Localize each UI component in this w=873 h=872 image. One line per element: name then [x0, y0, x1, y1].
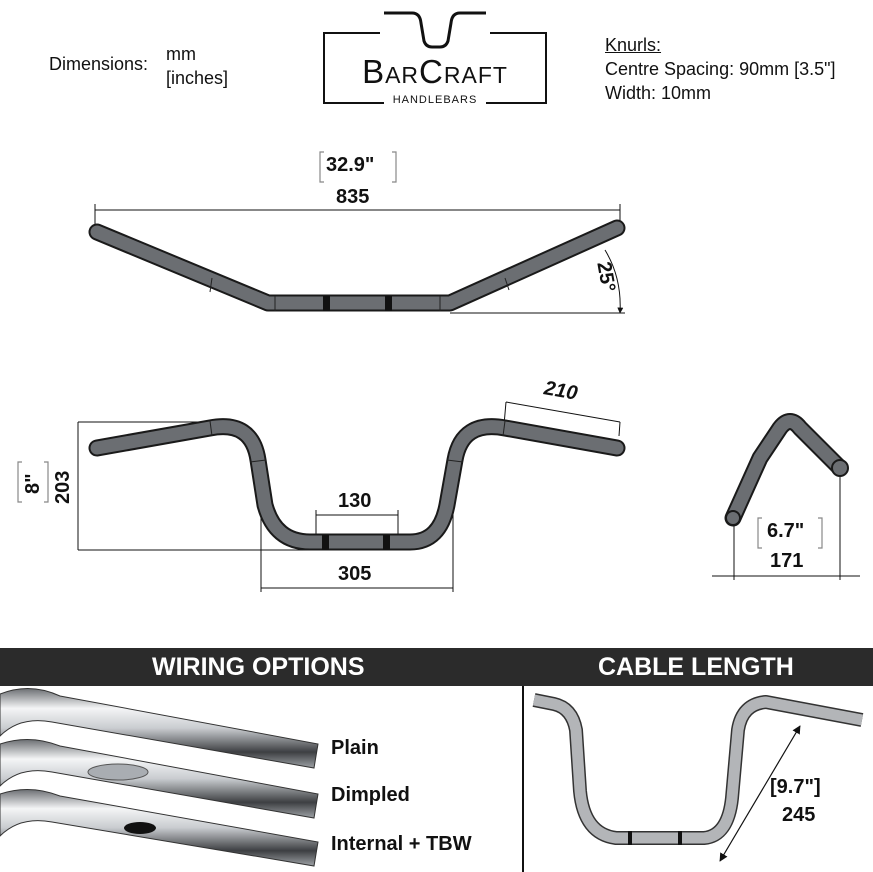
wiring-option-internal: Internal + TBW	[331, 833, 472, 855]
technical-drawing	[17, 151, 860, 592]
cable-length-inches: [9.7"]	[770, 776, 821, 798]
tube-plain	[0, 688, 319, 769]
pullback-mm: 171	[770, 550, 804, 572]
rise-inches: 8"	[22, 473, 44, 494]
section-band	[0, 648, 873, 686]
wiring-option-plain: Plain	[331, 737, 379, 759]
front-view	[17, 401, 626, 592]
knurls-spacing: Centre Spacing: 90mm [3.5"]	[605, 59, 836, 79]
top-view	[88, 151, 626, 314]
pullback-inches: 6.7"	[767, 520, 805, 542]
unit-secondary: [inches]	[166, 68, 229, 88]
top-width-inches: 32.9"	[326, 154, 375, 176]
top-width-mm: 835	[336, 186, 370, 208]
panel-divider	[522, 686, 524, 872]
sweep-angle: 25°	[592, 260, 620, 294]
wiring-tubes	[0, 688, 319, 867]
tube-internal	[0, 789, 319, 867]
center-width: 130	[338, 490, 372, 512]
cable-length-drawing	[532, 693, 864, 862]
tube-dimpled	[0, 739, 319, 819]
dimensions-label: Dimensions:	[49, 54, 149, 74]
logo-brand-text: BarCraft	[362, 53, 508, 90]
wiring-option-dimpled: Dimpled	[331, 784, 410, 806]
knurls-width: Width: 10mm	[605, 83, 712, 103]
knurls-title: Knurls:	[605, 35, 662, 55]
base-width: 305	[338, 563, 372, 585]
rise-mm: 203	[52, 470, 74, 504]
logo-tagline: HANDLEBARS	[392, 94, 478, 106]
cable-length-title: CABLE LENGTH	[598, 653, 794, 681]
unit-primary: mm	[166, 44, 196, 64]
cable-length-mm: 245	[782, 804, 816, 826]
brand-logo: BarCraft HANDLEBARS	[320, 5, 550, 106]
logo-handlebar-icon	[323, 11, 547, 105]
wiring-options-title: WIRING OPTIONS	[152, 653, 365, 681]
side-view	[712, 413, 860, 580]
